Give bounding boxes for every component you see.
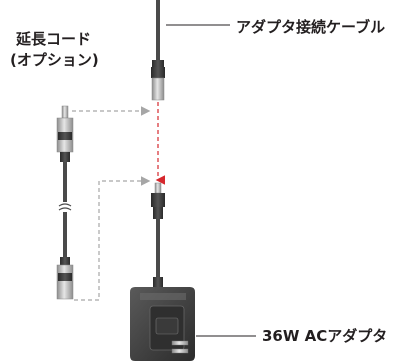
ac-adapter-body [130,287,195,361]
extension-cord-label-line2: (オプション) [10,51,99,69]
extension-cord [56,105,74,300]
extension-cord-label-line1: 延長コード [16,30,92,48]
ac-adapter-label: 36W ACアダプタ [262,327,388,345]
adapter-connection-cable [151,0,165,101]
ac-adapter-dc-plug [151,182,165,289]
adapter-cable-label: アダプタ接続ケーブル [236,18,386,36]
guide-line-extension-bottom [74,176,151,301]
